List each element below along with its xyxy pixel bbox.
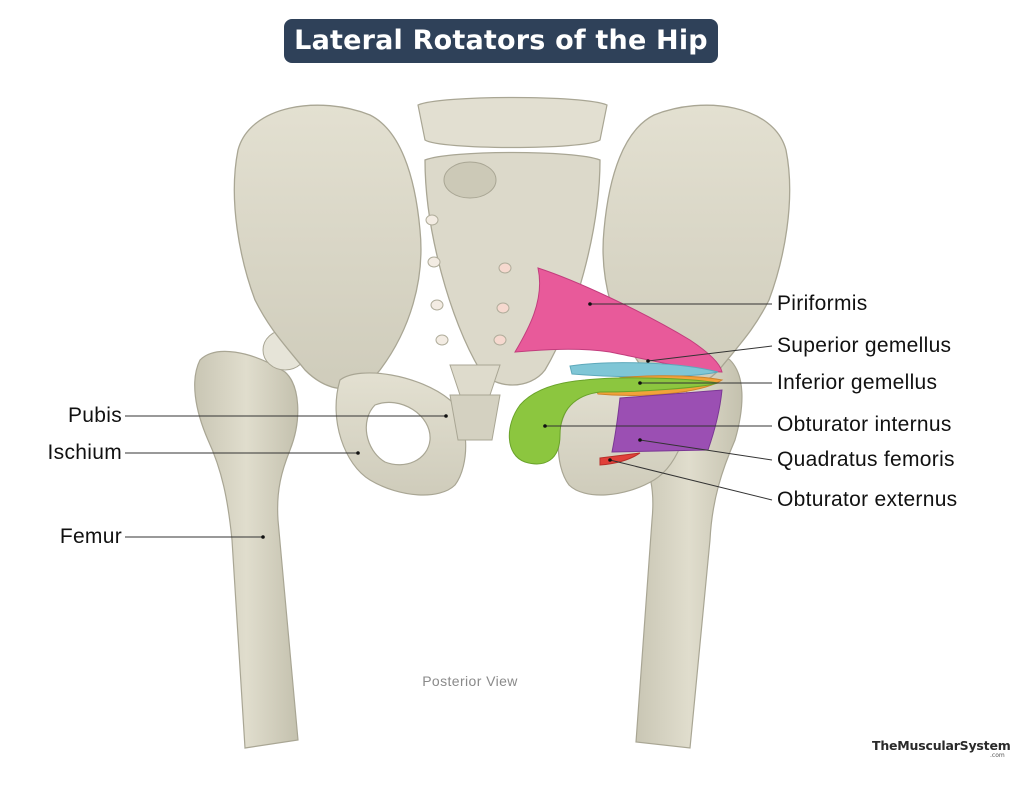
quadratus-femoris-muscle <box>611 389 723 453</box>
label-obturator-internus: Obturator internus <box>777 413 952 436</box>
label-inferior-gemellus: Inferior gemellus <box>777 371 938 394</box>
label-superior-gemellus: Superior gemellus <box>777 334 952 357</box>
label-obturator-externus: Obturator externus <box>777 488 958 511</box>
femur-left <box>194 329 308 749</box>
diagram-title: Lateral Rotators of the Hip <box>284 19 718 63</box>
ischiopubic-left <box>335 372 467 496</box>
sacral-foramina <box>425 214 512 346</box>
leader-lines <box>125 303 773 538</box>
leader-dots <box>261 302 650 539</box>
obturator-internus-muscle <box>508 377 719 465</box>
obturator-externus-muscle <box>599 452 641 466</box>
label-piriformis: Piriformis <box>777 292 868 315</box>
view-caption: Posterior View <box>422 673 518 689</box>
label-pubis: Pubis <box>67 404 122 427</box>
lumbar-vertebra <box>417 96 608 149</box>
brand-domain: .com <box>990 752 1005 759</box>
brand-logo: TheMuscularSystem <box>872 738 1011 753</box>
label-femur: Femur <box>59 525 122 548</box>
ilium-left <box>233 104 422 390</box>
superior-gemellus-muscle <box>569 362 719 378</box>
label-ischium: Ischium <box>47 441 122 464</box>
label-quadratus-femoris: Quadratus femoris <box>777 448 955 471</box>
